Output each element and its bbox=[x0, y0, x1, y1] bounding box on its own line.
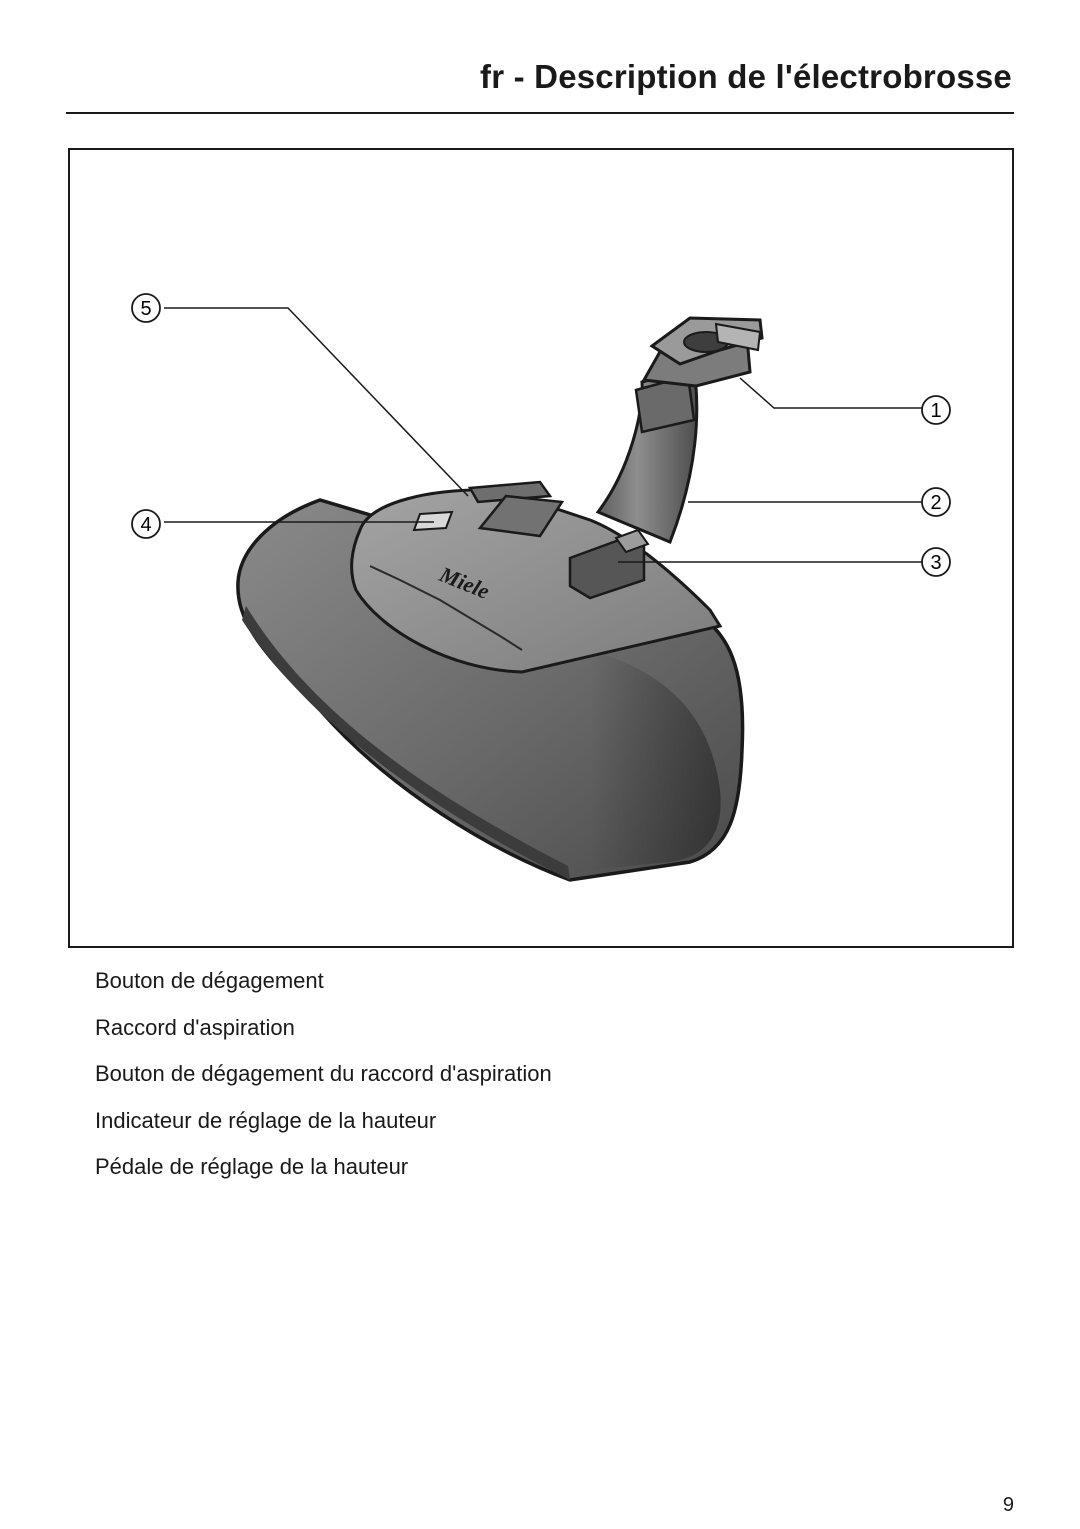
page-title: fr - Description de l'électrobrosse bbox=[480, 58, 1012, 95]
top-cover-plate: Miele bbox=[350, 488, 723, 674]
callout-4: 4 bbox=[131, 509, 161, 539]
suction-connector-neck bbox=[595, 316, 764, 544]
legend-item-release-button: Bouton de dégagement bbox=[95, 968, 324, 993]
callout-5: 5 bbox=[131, 293, 161, 323]
callout-3: 3 bbox=[921, 547, 951, 577]
electrobrush-illustration: Miele 5 4 1 bbox=[131, 293, 951, 882]
height-adjust-pedal bbox=[467, 480, 553, 504]
legend-item-suction-connector: Raccord d'aspiration bbox=[95, 1014, 295, 1040]
title-divider bbox=[66, 112, 1014, 114]
legend-item-connector-release-button: Bouton de dégagement du raccord d'aspira… bbox=[95, 1061, 552, 1086]
callout-1: 1 bbox=[921, 395, 951, 425]
svg-text:3: 3 bbox=[930, 552, 941, 574]
height-indicator bbox=[412, 510, 454, 532]
svg-text:4: 4 bbox=[140, 514, 151, 536]
parts-legend: Bouton de dégagement Raccord d'aspiratio… bbox=[95, 958, 552, 1191]
page-number: 9 bbox=[1002, 1494, 1014, 1516]
callout-2: 2 bbox=[921, 487, 951, 517]
legend-item-height-indicator: Indicateur de réglage de la hauteur bbox=[95, 1107, 437, 1133]
svg-text:5: 5 bbox=[140, 298, 151, 320]
cover-controls bbox=[412, 480, 650, 600]
svg-text:1: 1 bbox=[930, 400, 941, 422]
svg-text:2: 2 bbox=[930, 492, 941, 514]
product-illustration-frame: Miele 5 4 1 bbox=[68, 148, 1014, 948]
callout-leaders bbox=[164, 307, 928, 563]
legend-item-height-pedal: Pédale de réglage de la hauteur bbox=[95, 1154, 409, 1179]
